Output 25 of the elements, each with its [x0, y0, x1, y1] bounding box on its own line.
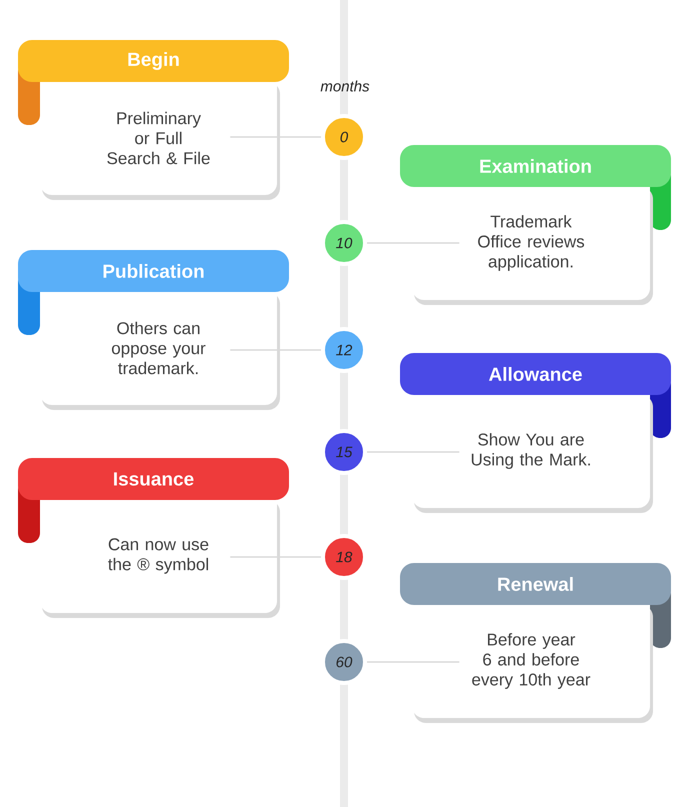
connector-line [230, 556, 321, 558]
node-label: Show You are Using the Mark. [472, 433, 590, 469]
connector-line [367, 661, 460, 663]
node-label: Issuance [114, 472, 194, 486]
stage-card: Examination Trademark Office reviews application. [400, 145, 671, 305]
node-label: Preliminary or Full Search & File [107, 112, 210, 164]
node-label: Examination [480, 159, 591, 173]
node-label: Can now use the ® symbol [108, 538, 208, 574]
stage-card: Allowance Show You are Using the Mark. [400, 353, 671, 513]
connector-line [367, 242, 460, 244]
connector-line [367, 451, 460, 453]
node-label: Renewal [498, 577, 573, 591]
stage-card: Renewal Before year 6 and before every 10th year [400, 563, 671, 723]
stage-card: Publication Others can oppose your trademark. [18, 250, 289, 410]
node-label: Before year 6 and before every 10th year [472, 633, 590, 689]
node-label: Trademark Office reviews application. [478, 215, 584, 271]
node-label: Begin [128, 52, 179, 70]
stage-card: Begin Preliminary or Full Search & File [18, 40, 289, 200]
node-label: Allowance [488, 367, 582, 381]
axis-unit-label: months [320, 80, 370, 92]
node-label: Others can oppose your trademark. [112, 322, 206, 374]
connector-line [230, 349, 321, 351]
stage-card: Issuance Can now use the ® symbol [18, 458, 289, 618]
node-label: Publication [104, 264, 204, 278]
connector-line [230, 136, 321, 138]
